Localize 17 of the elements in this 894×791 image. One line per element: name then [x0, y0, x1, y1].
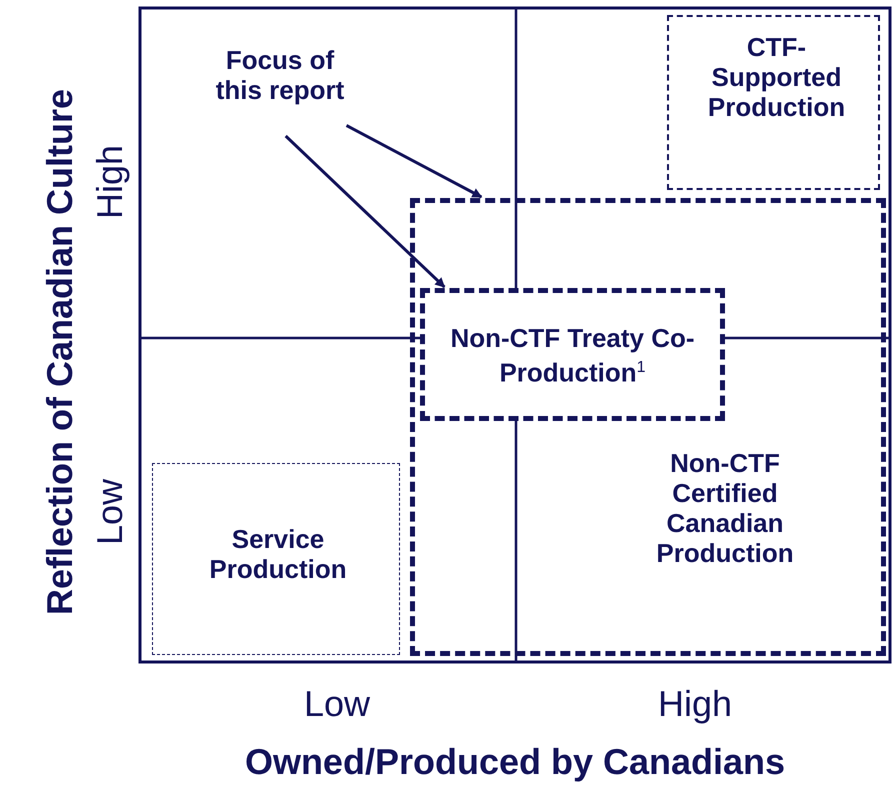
box-label: Non-CTF Treaty Co-Production$^{1}$ [449, 323, 696, 388]
axis-title: Reflection of Canadian Culture [38, 88, 81, 618]
box-label: CTF- Supported Production [706, 32, 846, 122]
annotation-text: Focus of this report [185, 45, 375, 115]
axis-label: Low [302, 682, 372, 726]
axis-label: Low [88, 478, 131, 548]
axis-label: High [88, 144, 131, 222]
dashed-box [667, 15, 880, 190]
dashed-box [420, 288, 725, 421]
axis-label: High [656, 682, 734, 726]
box-label: Non-CTF Certified Canadian Production [655, 448, 795, 568]
axis-title: Owned/Produced by Canadians [244, 740, 786, 784]
box-label: Service Production [208, 524, 348, 584]
arrow [284, 134, 446, 288]
dashed-box [410, 198, 886, 656]
arrow [346, 124, 482, 198]
dotted-box [152, 463, 400, 655]
